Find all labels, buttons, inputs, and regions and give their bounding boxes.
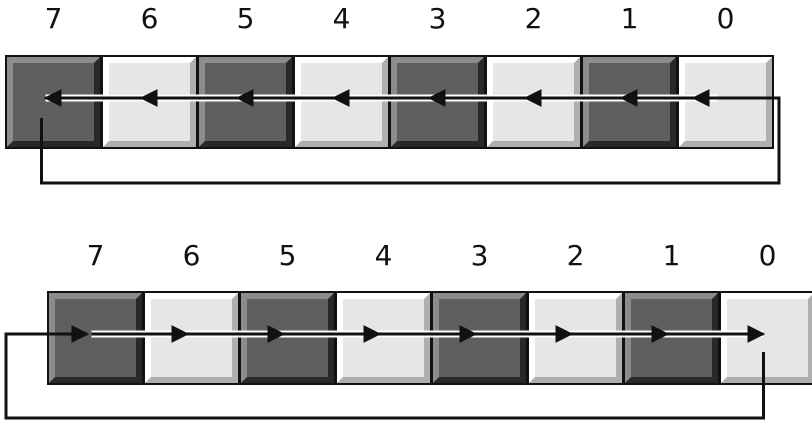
bit-label: 6: [183, 239, 201, 272]
bit-cell-4: [335, 291, 432, 385]
bit-cell-face: [48, 292, 143, 384]
bit-cell-face: [678, 56, 773, 148]
bit-cell-2: [485, 55, 582, 149]
bit-cell-0: [719, 291, 812, 385]
bit-cell-1: [581, 55, 678, 149]
bit-label: 1: [663, 239, 681, 272]
bit-cell-4: [293, 55, 390, 149]
bit-cell-6: [143, 291, 240, 385]
bit-cell-3: [431, 291, 528, 385]
bit-label: 7: [87, 239, 105, 272]
bit-cell-face: [336, 292, 431, 384]
bit-cell-face: [6, 56, 101, 148]
bit-cell-face: [720, 292, 812, 384]
bit-cell-7: [5, 55, 102, 149]
bit-label: 2: [525, 2, 543, 35]
bit-cell-face: [528, 292, 623, 384]
bit-cell-face: [198, 56, 293, 148]
bit-label: 7: [45, 2, 63, 35]
bit-cell-6: [101, 55, 198, 149]
bit-label: 3: [471, 239, 489, 272]
bit-label: 0: [759, 239, 777, 272]
bit-cell-border: [719, 291, 812, 385]
bit-cell-border: [677, 55, 774, 149]
bit-cell-face: [390, 56, 485, 148]
bit-cell-1: [623, 291, 720, 385]
bit-label: 5: [237, 2, 255, 35]
bit-cell-face: [144, 292, 239, 384]
bit-label: 5: [279, 239, 297, 272]
register-row-2: 7 6 5 4 3 2 1 0: [4, 239, 812, 420]
bit-cell-face: [432, 292, 527, 384]
bit-label: 3: [429, 2, 447, 35]
bit-cell-5: [197, 55, 294, 149]
bit-cell-face: [486, 56, 581, 148]
bit-label: 4: [375, 239, 393, 272]
bit-label: 4: [333, 2, 351, 35]
register-row-1: 7 6 5 4 3 2 1 0: [5, 2, 781, 185]
bit-cell-2: [527, 291, 624, 385]
bit-cell-7: [47, 291, 144, 385]
rotate-loop-line: [4, 325, 765, 420]
bit-label: 1: [621, 2, 639, 35]
bit-label: 2: [567, 239, 585, 272]
bit-cell-0: [677, 55, 774, 149]
rotate-loop-line: [40, 96, 781, 185]
bit-label: 0: [717, 2, 735, 35]
bit-cell-face: [294, 56, 389, 148]
bit-cell-5: [239, 291, 336, 385]
bit-cell-face: [582, 56, 677, 148]
bit-cell-3: [389, 55, 486, 149]
bit-cell-face: [624, 292, 719, 384]
bit-label: 6: [141, 2, 159, 35]
bit-cell-face: [240, 292, 335, 384]
bit-cell-face: [102, 56, 197, 148]
